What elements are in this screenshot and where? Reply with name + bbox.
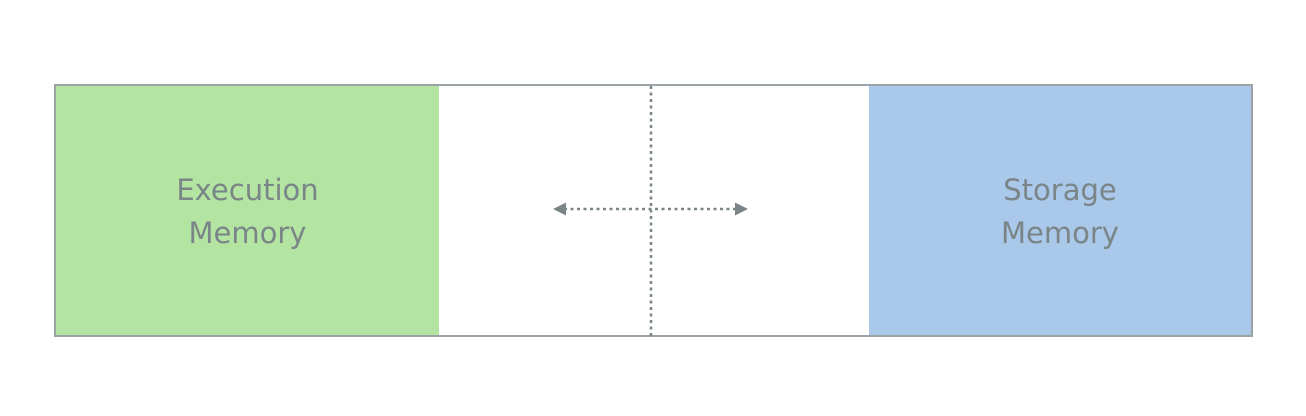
execution-memory-region: Execution Memory — [56, 86, 439, 335]
storage-memory-label: Storage Memory — [1001, 172, 1119, 250]
storage-memory-region: Storage Memory — [869, 86, 1251, 335]
execution-memory-label: Execution Memory — [176, 172, 319, 250]
unified-memory-bar: Execution Memory Storage Memory — [54, 84, 1253, 337]
arrow-right-head-icon — [735, 202, 748, 216]
arrow-left-head-icon — [553, 202, 566, 216]
